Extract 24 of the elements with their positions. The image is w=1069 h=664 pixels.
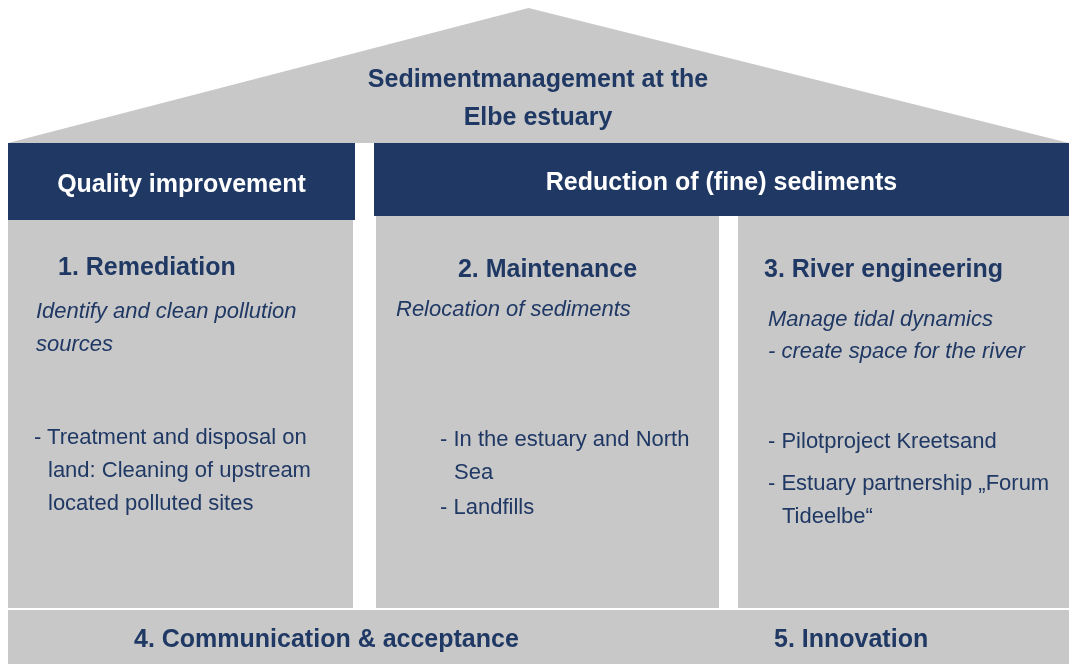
- roof-shape: [8, 8, 1069, 143]
- header-title: Quality improvement: [56, 168, 307, 199]
- pillar-title: 4. Communication & acceptance: [134, 623, 520, 654]
- bullet-text: - Landfills: [440, 493, 536, 521]
- pillar-panel: [8, 220, 353, 608]
- header-bar: [374, 143, 1069, 216]
- pillar-panel: [376, 216, 719, 608]
- bullet-text: - Treatment and disposal on land: Cleaning of upstream located polluted sites: [34, 423, 312, 517]
- heading: 2. Maintenance: [456, 253, 639, 284]
- pillar-title: 5. Innovation: [774, 623, 930, 654]
- heading: 1. Remediation: [58, 251, 237, 282]
- bullet-text: - In the estuary and North Sea: [440, 425, 691, 486]
- roof-title: Sedimentmanagement at the Elbe estuary: [366, 63, 710, 132]
- heading: 3. River engineering: [764, 253, 1004, 284]
- bullet-text: - Estuary partnership „Forum Tideelbe“: [768, 469, 1051, 530]
- bullet-text: - create space for the river: [768, 337, 1027, 365]
- base-band: [8, 610, 1069, 664]
- subtitle-text: Manage tidal dynamics: [768, 305, 994, 333]
- header-bar: [8, 143, 355, 220]
- bullet-text: - Pilotproject Kreetsand: [768, 427, 998, 455]
- pillar-panel: [738, 216, 1069, 608]
- subtitle-text: Relocation of sediments: [396, 295, 632, 323]
- header-title: Reduction of (fine) sediments: [544, 166, 899, 197]
- subtitle-text: Identify and clean pollution sources: [36, 297, 298, 358]
